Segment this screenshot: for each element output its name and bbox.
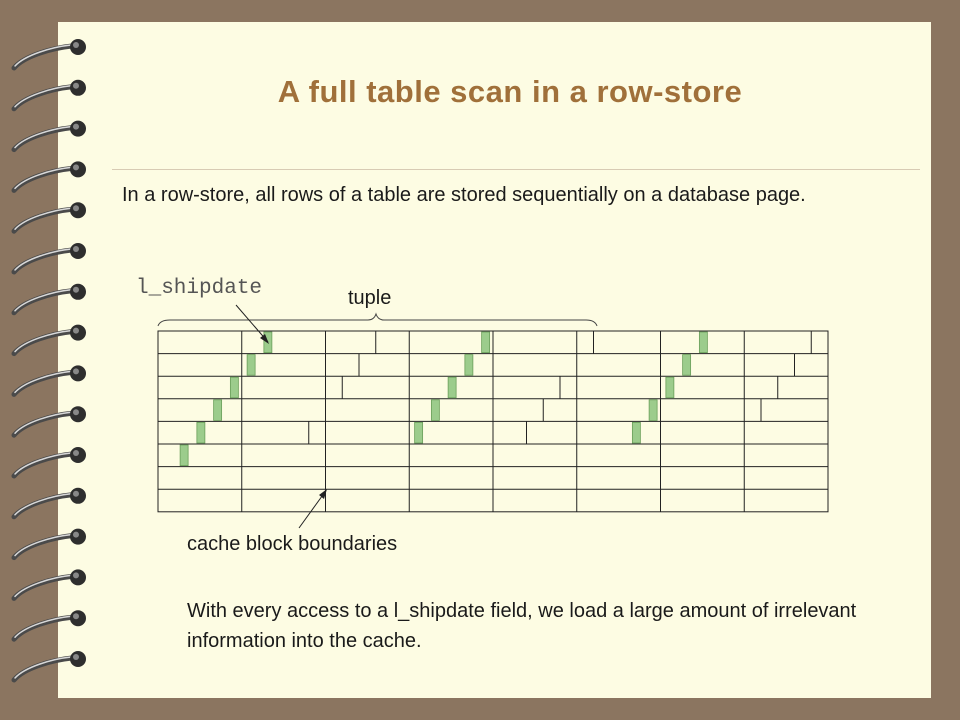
spiral-ring — [11, 528, 86, 561]
spiral-ring — [11, 324, 86, 357]
field-label: l_shipdate — [136, 277, 262, 300]
shipdate-field-highlight — [665, 376, 675, 399]
spiral-ring — [11, 202, 86, 234]
spiral-ring — [11, 487, 86, 520]
spiral-ring — [11, 120, 86, 153]
shipdate-field-highlight — [414, 421, 424, 444]
shipdate-field-highlight — [229, 376, 239, 399]
tuple-label: tuple — [348, 287, 391, 309]
cache-grid — [157, 330, 829, 513]
shipdate-field-highlight — [213, 399, 223, 421]
tuple-separators — [308, 331, 812, 444]
spiral-ring — [11, 161, 86, 193]
spiral-ring — [11, 569, 86, 601]
spiral-ring — [11, 79, 86, 112]
spiral-ring — [11, 610, 86, 642]
spiral-ring — [11, 243, 86, 275]
shipdate-field-highlight — [430, 399, 440, 421]
shipdate-field-highlight — [464, 354, 474, 376]
field-arrow-head — [260, 334, 269, 344]
intro-text: In a row-store, all rows of a table are … — [122, 184, 806, 206]
shipdate-field-highlight — [196, 421, 206, 444]
note-text: With every access to a l_shipdate field,… — [187, 600, 857, 652]
shipdate-field-highlight — [246, 354, 256, 376]
shipdate-field-highlight — [648, 399, 658, 421]
cache-arrow-head — [319, 489, 327, 499]
cache-arrow — [298, 491, 326, 529]
title-divider — [112, 169, 920, 170]
shipdate-highlights — [179, 331, 708, 467]
shipdate-field-highlight — [631, 421, 641, 444]
shipdate-field-highlight — [447, 376, 457, 399]
spiral-ring — [11, 283, 86, 316]
cache-block-label: cache block boundaries — [187, 533, 398, 555]
shipdate-field-highlight — [179, 444, 189, 467]
spiral-binding — [11, 39, 86, 683]
shipdate-field-highlight — [682, 354, 692, 376]
spiral-ring — [11, 651, 86, 683]
tuple-brace — [157, 312, 598, 327]
shipdate-field-highlight — [698, 331, 708, 354]
field-arrow — [235, 304, 269, 343]
spiral-ring — [11, 406, 86, 438]
slide-title: A full table scan in a row-store — [277, 74, 743, 109]
spiral-ring — [11, 39, 86, 71]
spiral-ring — [11, 365, 86, 397]
shipdate-field-highlight — [481, 331, 491, 354]
spiral-ring — [11, 447, 86, 479]
